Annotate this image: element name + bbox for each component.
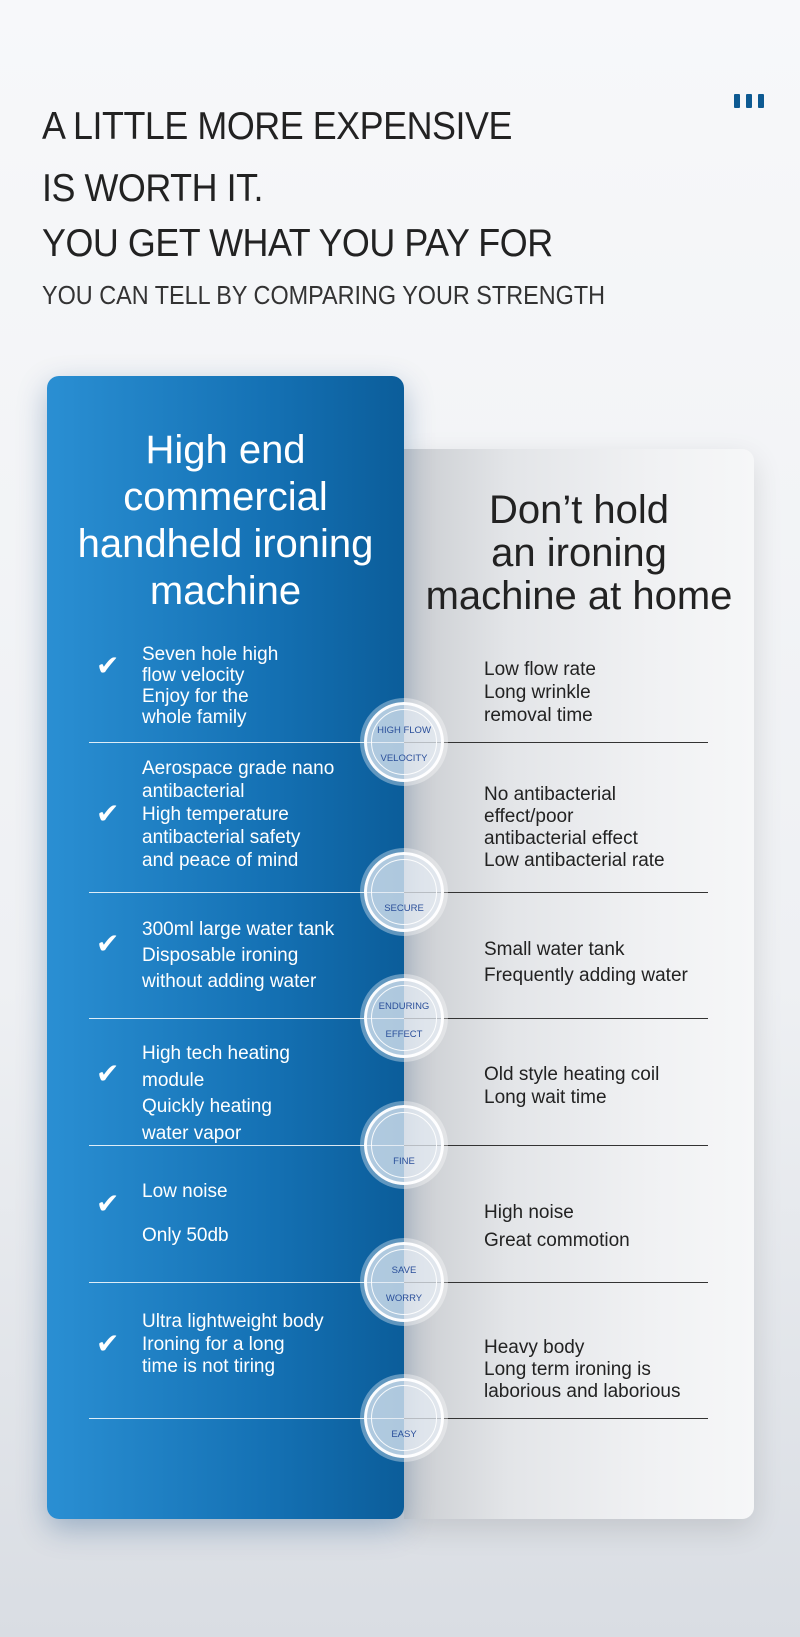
competitor-line: antibacterial effect: [484, 828, 638, 849]
competitor-line: Frequently adding water: [484, 965, 688, 986]
feature-line: Only 50db: [142, 1225, 229, 1246]
title-line: machine at home: [425, 574, 733, 618]
feature-badge: FINE: [364, 1105, 444, 1185]
title-line: High end: [145, 428, 306, 472]
check-icon: ✔: [96, 650, 120, 681]
badge-label-bottom: VELOCITY: [380, 753, 428, 764]
row-divider: [89, 1018, 404, 1019]
badge-label-bottom: FINE: [393, 1156, 415, 1167]
feature-badge: HIGH FLOW VELOCITY: [364, 702, 444, 782]
row-divider: [404, 1282, 708, 1283]
badge-label-bottom: SECURE: [384, 903, 424, 914]
feature-line: Enjoy for the: [142, 686, 249, 707]
competitor-line: effect/poor: [484, 806, 574, 827]
badge-label-top: HIGH FLOW: [377, 725, 431, 736]
row-divider: [89, 1282, 404, 1283]
feature-line: without adding water: [142, 971, 317, 992]
feature-badge: SAVE WORRY: [364, 1242, 444, 1322]
row-divider: [89, 742, 404, 743]
competitor-line: High noise: [484, 1202, 574, 1223]
competitor-line: removal time: [484, 705, 593, 726]
feature-line: Low noise: [142, 1181, 228, 1202]
row-divider: [404, 1018, 708, 1019]
competitor-line: Long wait time: [484, 1087, 607, 1108]
feature-line: and peace of mind: [142, 850, 299, 871]
competitor-line: Small water tank: [484, 939, 625, 960]
row-divider: [89, 1145, 404, 1146]
competitor-line: No antibacterial: [484, 784, 617, 805]
check-icon: ✔: [96, 1058, 120, 1089]
badge-label-top: SAVE: [391, 1265, 417, 1276]
feature-line: Aerospace grade nano: [142, 758, 335, 779]
feature-line: 300ml large water tank: [142, 919, 335, 940]
feature-line: flow velocity: [142, 665, 245, 686]
check-icon: ✔: [96, 798, 120, 829]
row-divider: [404, 892, 708, 893]
headline-line-1: A LITTLE MORE EXPENSIVE: [42, 105, 512, 148]
headline-line-2: IS WORTH IT.: [42, 167, 264, 210]
feature-line: antibacterial: [142, 781, 245, 802]
check-icon: ✔: [96, 928, 120, 959]
competitor-line: Great commotion: [484, 1230, 630, 1251]
competitor-line: laborious and laborious: [484, 1381, 681, 1402]
subtitle: YOU CAN TELL BY COMPARING YOUR STRENGTH: [42, 280, 606, 310]
feature-line: antibacterial safety: [142, 827, 301, 848]
feature-line: Disposable ironing: [142, 945, 299, 966]
menu-bars-icon: [734, 94, 764, 108]
row-divider: [89, 892, 404, 893]
check-icon: ✔: [96, 1328, 120, 1359]
feature-line: water vapor: [142, 1122, 242, 1144]
title-line: machine: [149, 569, 302, 613]
feature-badge: EASY: [364, 1378, 444, 1458]
competitor-line: Long term ironing is: [484, 1359, 651, 1380]
feature-badge: SECURE: [364, 852, 444, 932]
feature-line: Quickly heating: [142, 1096, 272, 1117]
feature-line: High tech heating: [142, 1043, 290, 1064]
feature-line: time is not tiring: [142, 1356, 276, 1377]
badge-label-top: ENDURING: [378, 1001, 430, 1012]
feature-line: Seven hole high: [142, 644, 279, 665]
feature-line: Ultra lightweight body: [142, 1311, 324, 1332]
competitor-line: Old style heating coil: [484, 1064, 660, 1085]
product-title: High end commercial handheld ironing mac…: [47, 427, 404, 615]
row-divider: [404, 1418, 708, 1419]
competitor-line: Long wrinkle: [484, 682, 591, 703]
title-line: an ironing: [491, 531, 667, 575]
row-divider: [404, 742, 708, 743]
row-divider: [89, 1418, 404, 1419]
feature-line: High temperature: [142, 804, 289, 825]
competitor-title: Don’t hold an ironing machine at home: [404, 489, 754, 618]
check-icon: ✔: [96, 1188, 120, 1219]
badge-label-bottom: EFFECT: [385, 1029, 423, 1040]
badge-label-bottom: EASY: [391, 1429, 417, 1440]
title-line: handheld ironing: [77, 522, 374, 566]
competitor-card: [404, 449, 754, 1519]
feature-line: module: [142, 1069, 205, 1091]
feature-line: whole family: [142, 707, 247, 728]
row-divider: [404, 1145, 708, 1146]
feature-line: Ironing for a long: [142, 1333, 285, 1355]
title-line: Don’t hold: [488, 488, 670, 532]
feature-badge: ENDURING EFFECT: [364, 978, 444, 1058]
competitor-line: Low flow rate: [484, 659, 596, 680]
title-line: commercial: [123, 475, 328, 519]
competitor-line: Heavy body: [484, 1337, 585, 1358]
product-card: [47, 376, 404, 1519]
competitor-line: Low antibacterial rate: [484, 850, 665, 871]
headline-line-3: YOU GET WHAT YOU PAY FOR: [42, 222, 553, 265]
badge-label-bottom: WORRY: [385, 1293, 423, 1304]
